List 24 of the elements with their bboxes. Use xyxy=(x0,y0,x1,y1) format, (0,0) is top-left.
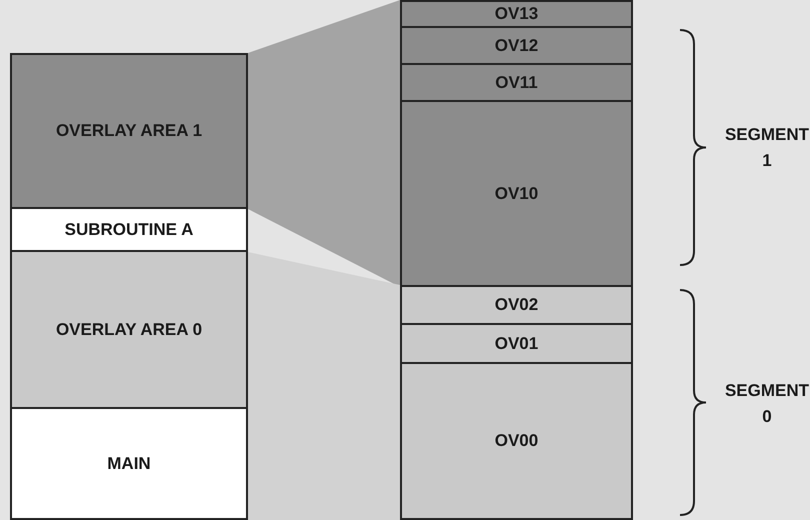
segment-label: SEGMENT 0 xyxy=(724,380,810,428)
block-label: OV02 xyxy=(494,294,538,316)
block-label: OVERLAY AREA 0 xyxy=(56,318,202,340)
block-label: OV11 xyxy=(495,72,538,94)
block-label: MAIN xyxy=(107,452,151,474)
block-label: SUBROUTINE A xyxy=(64,218,194,240)
memory-block xyxy=(10,407,248,520)
memory-block xyxy=(400,362,633,520)
block-label: OV01 xyxy=(494,332,538,354)
segment-label: SEGMENT 1 xyxy=(724,124,810,172)
memory-block xyxy=(10,53,248,209)
block-label: OV13 xyxy=(494,3,538,25)
memory-block xyxy=(400,323,633,364)
memory-block xyxy=(10,207,248,252)
memory-block xyxy=(400,285,633,325)
block-label: OVERLAY AREA 1 xyxy=(56,120,202,142)
block-label: OV00 xyxy=(494,430,538,452)
memory-block xyxy=(400,0,633,28)
block-label: OV10 xyxy=(494,182,538,204)
memory-block xyxy=(400,26,633,65)
memory-block xyxy=(10,250,248,409)
memory-block xyxy=(400,63,633,102)
block-label: OV12 xyxy=(494,34,538,56)
memory-block xyxy=(400,100,633,287)
